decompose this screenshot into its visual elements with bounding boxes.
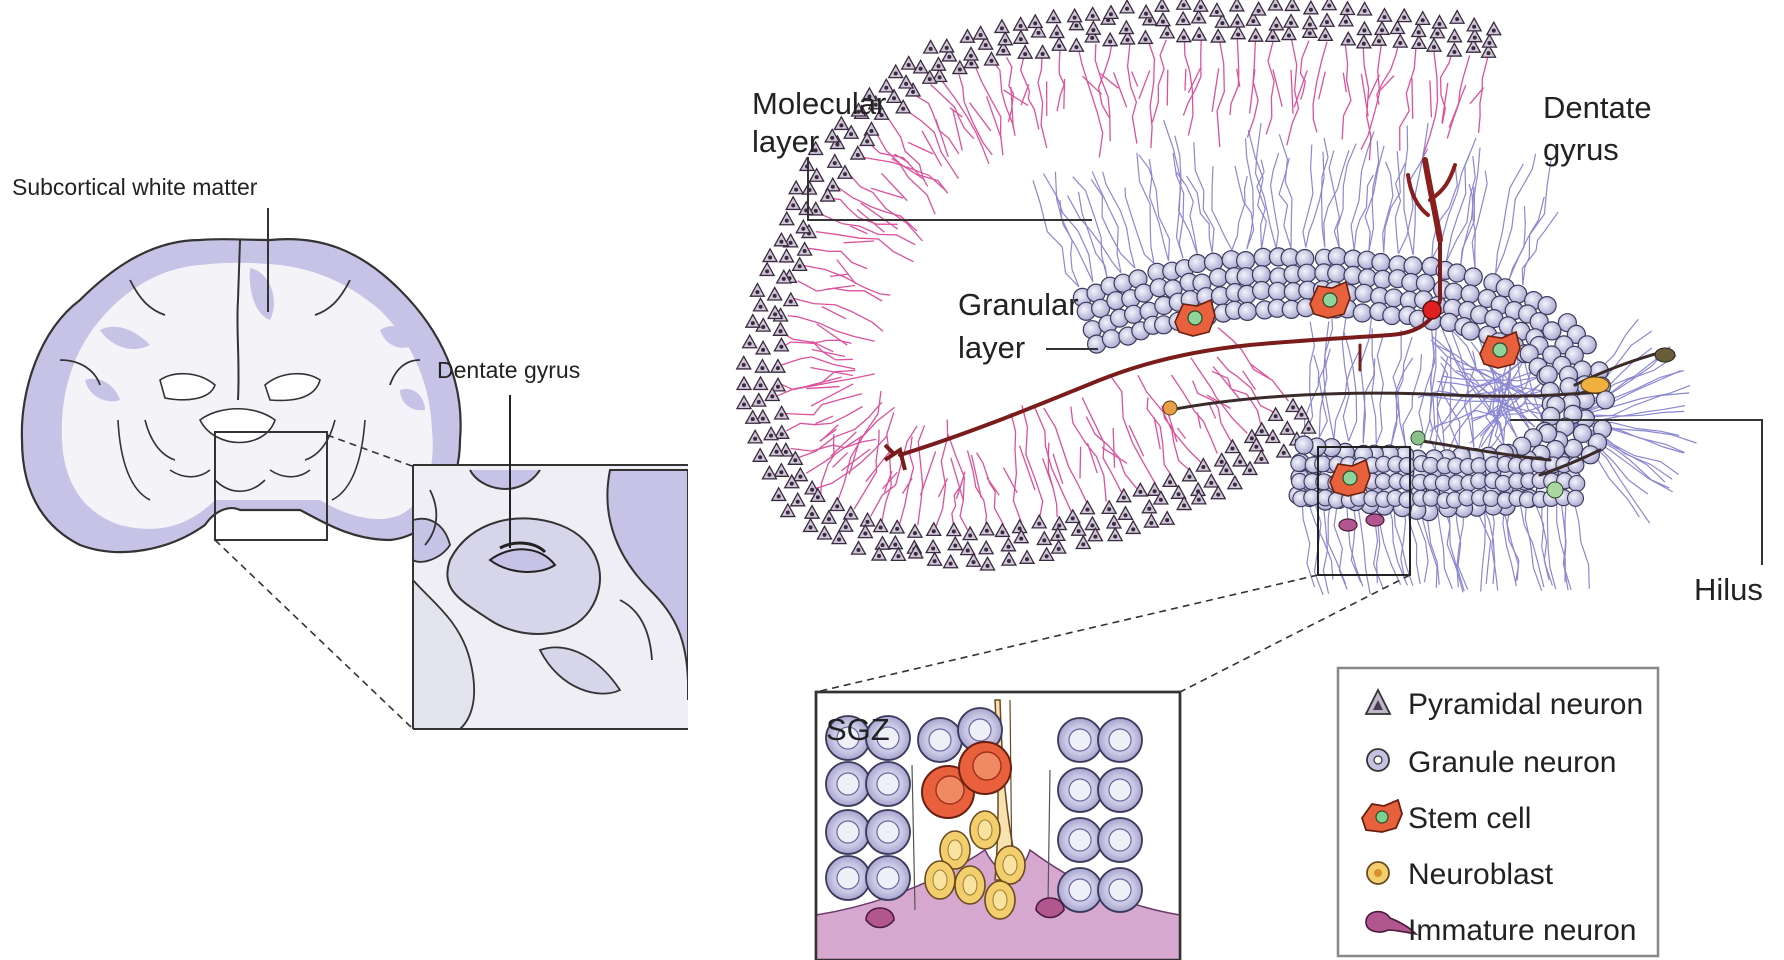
dentate-gyrus-label-left: Dentate gyrus [437, 357, 580, 383]
dentate-gyrus-label-line1: Dentate [1543, 90, 1652, 125]
legend-label-triangle: Pyramidal neuron [1408, 688, 1643, 721]
subcortical-white-matter-label: Subcortical white matter [12, 174, 258, 200]
immature-neuron-soma-2 [1547, 482, 1563, 498]
molecular-layer-label-line1: Molecular [752, 86, 886, 121]
legend-label-neuroblast: Neuroblast [1408, 858, 1554, 891]
dentate-gyrus-label-line2: gyrus [1543, 132, 1619, 167]
coronal-brain-section [22, 208, 461, 728]
granular-layer-label-line1: Granular [958, 287, 1079, 322]
legend-label-immature-neuron: Immature neuron [1408, 914, 1636, 947]
legend-label-granule-cell: Granule neuron [1408, 746, 1616, 779]
neuroblast-soma [1163, 401, 1177, 415]
neuroblast-soma-2 [1581, 377, 1609, 393]
immature-neuron-soma [1411, 431, 1425, 445]
immature-neuron-sgz [866, 908, 894, 928]
granular-layer-label-line2: layer [958, 330, 1025, 365]
sgz-label: SGZ [826, 712, 890, 747]
axon-terminal [885, 445, 905, 470]
immature-neuron [1366, 514, 1384, 526]
immature-neuron-sgz [1036, 898, 1064, 918]
neuroblast-icon [1367, 862, 1389, 884]
immature-neuron [1339, 519, 1357, 531]
mature-neuron-soma [1423, 301, 1441, 319]
molecular-layer-label-line2: layer [752, 124, 819, 159]
granule-cell-icon [1367, 749, 1389, 771]
legend-label-stem-cell: Stem cell [1408, 802, 1531, 835]
hilus-label: Hilus [1694, 572, 1763, 607]
